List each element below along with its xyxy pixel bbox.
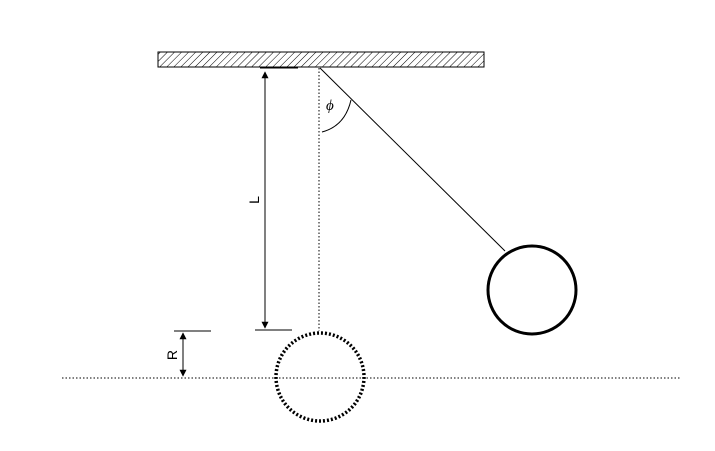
- ceiling-support: [157, 51, 485, 68]
- angle-label: ϕ: [326, 98, 334, 114]
- pendulum-bob-rest: [274, 331, 366, 423]
- angle-arc: [321, 99, 352, 133]
- pendulum-bob-displaced: [486, 244, 578, 336]
- radius-label: R: [164, 350, 180, 360]
- pendulum-rod: [319, 67, 506, 252]
- length-label: L: [246, 196, 262, 204]
